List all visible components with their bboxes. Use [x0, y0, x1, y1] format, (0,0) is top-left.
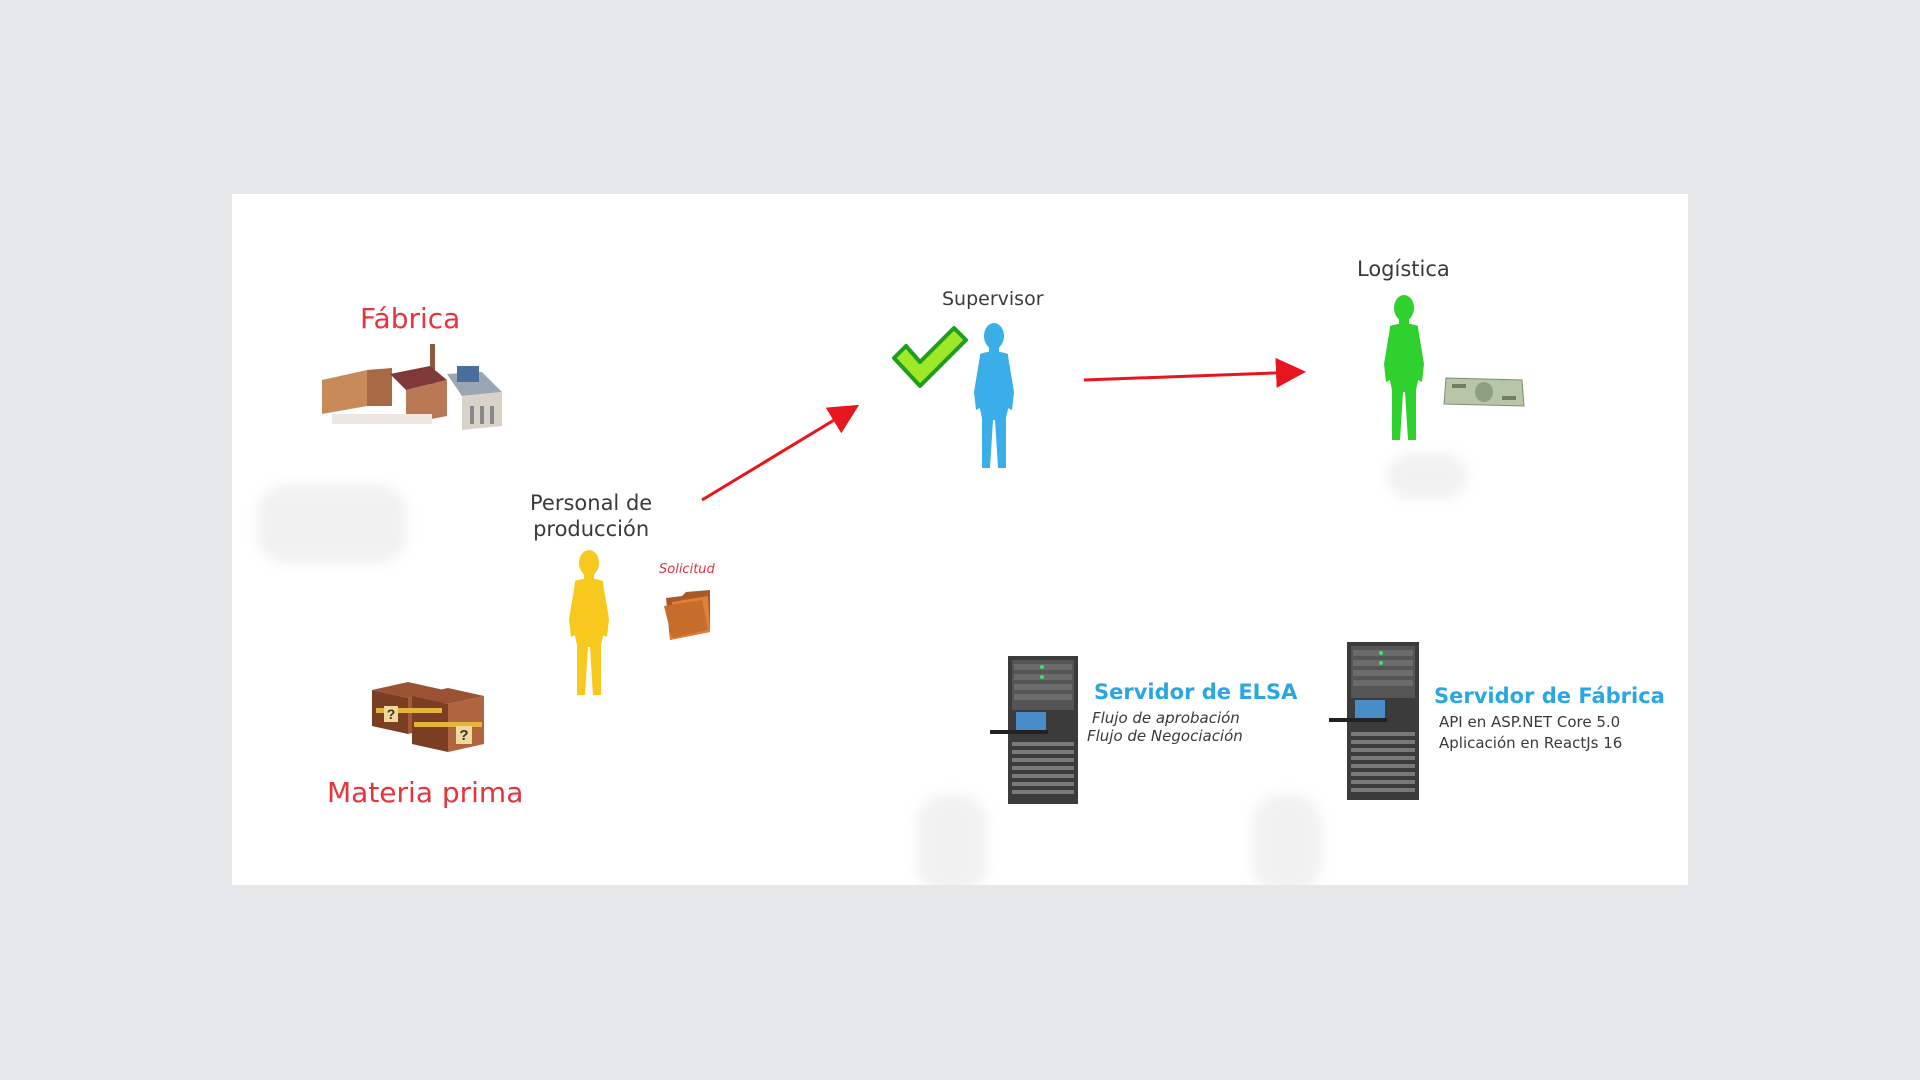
- elsa-server-line1: Flujo de aprobación: [1092, 709, 1240, 727]
- supervisor-title: Supervisor: [942, 288, 1044, 310]
- factory-server-line2: Aplicación en ReactJs 16: [1439, 734, 1623, 752]
- factory-icon: [322, 344, 502, 430]
- elsa-server-line2: Flujo de Negociación: [1087, 727, 1243, 745]
- logistics-title: Logística: [1357, 257, 1450, 281]
- banknote-icon: [1443, 377, 1525, 407]
- ghost-shape: [1387, 454, 1467, 499]
- elsa-server-title: Servidor de ELSA: [1094, 680, 1298, 704]
- supervisor-figure: [974, 323, 1014, 468]
- folder-icon: [664, 590, 710, 640]
- ghost-shape: [257, 484, 407, 564]
- production-staff-line2: producción: [533, 517, 650, 541]
- ghost-shape: [1252, 794, 1322, 885]
- factory-title: Fábrica: [360, 302, 461, 335]
- svg-text:?: ?: [459, 727, 468, 744]
- svg-text:?: ?: [387, 706, 396, 722]
- server-rack-icon: [990, 656, 1078, 804]
- crates-icon: ? ?: [372, 682, 484, 752]
- raw-material-title: Materia prima: [327, 776, 524, 809]
- server-rack-icon: [1329, 642, 1419, 800]
- flow-arrow-request: [701, 357, 1306, 502]
- request-label: Solicitud: [659, 562, 715, 577]
- factory-server-line1: API en ASP.NET Core 5.0: [1439, 713, 1621, 731]
- production-staff-title: Personal de producción: [530, 490, 652, 542]
- logistics-figure: [1384, 295, 1424, 440]
- checkmark-icon: [892, 326, 968, 388]
- ghost-shape: [917, 794, 987, 885]
- factory-server-title: Servidor de Fábrica: [1434, 684, 1665, 708]
- production-worker-figure: [569, 550, 609, 695]
- production-staff-line1: Personal de: [530, 491, 653, 515]
- diagram-slide: Fábrica ? ? Materia prima Personal de pr…: [232, 194, 1688, 885]
